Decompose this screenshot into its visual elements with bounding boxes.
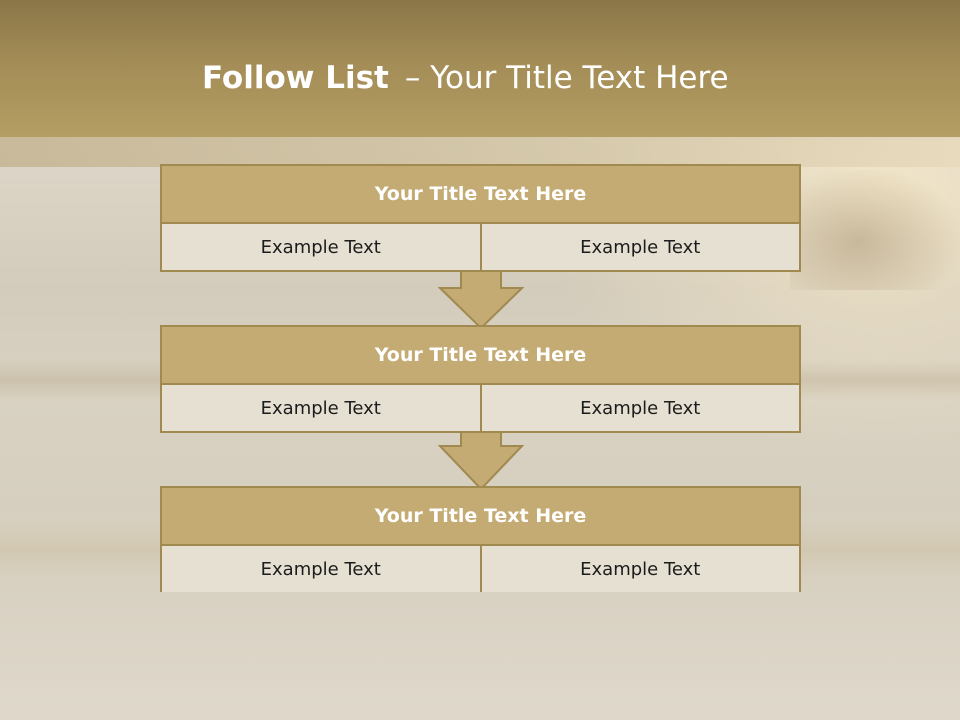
step-block[interactable]: Your Title Text Here Example Text Exampl… bbox=[160, 486, 801, 592]
step-row: Example Text Example Text bbox=[162, 546, 799, 592]
step-title[interactable]: Your Title Text Here bbox=[162, 327, 799, 385]
step-cell[interactable]: Example Text bbox=[479, 224, 799, 270]
slide-title-rest: – Your Title Text Here bbox=[404, 60, 729, 96]
down-arrow-icon bbox=[438, 271, 524, 329]
step-cell[interactable]: Example Text bbox=[479, 385, 799, 431]
step-title[interactable]: Your Title Text Here bbox=[162, 488, 799, 546]
step-block[interactable]: Your Title Text Here Example Text Exampl… bbox=[160, 164, 801, 272]
slide-title[interactable]: Follow List – Your Title Text Here bbox=[202, 56, 729, 100]
step-cell[interactable]: Example Text bbox=[162, 546, 480, 592]
step-cell[interactable]: Example Text bbox=[162, 224, 480, 270]
step-row: Example Text Example Text bbox=[162, 385, 799, 431]
title-bar bbox=[0, 0, 960, 137]
slide-title-bold: Follow List bbox=[202, 60, 389, 96]
background-rock bbox=[790, 170, 960, 290]
step-row: Example Text Example Text bbox=[162, 224, 799, 270]
step-block[interactable]: Your Title Text Here Example Text Exampl… bbox=[160, 325, 801, 433]
step-cell[interactable]: Example Text bbox=[479, 546, 799, 592]
step-cell[interactable]: Example Text bbox=[162, 385, 480, 431]
step-title[interactable]: Your Title Text Here bbox=[162, 166, 799, 224]
background-shore bbox=[0, 600, 960, 720]
down-arrow-icon bbox=[438, 432, 524, 490]
title-bar-strip bbox=[0, 137, 960, 167]
